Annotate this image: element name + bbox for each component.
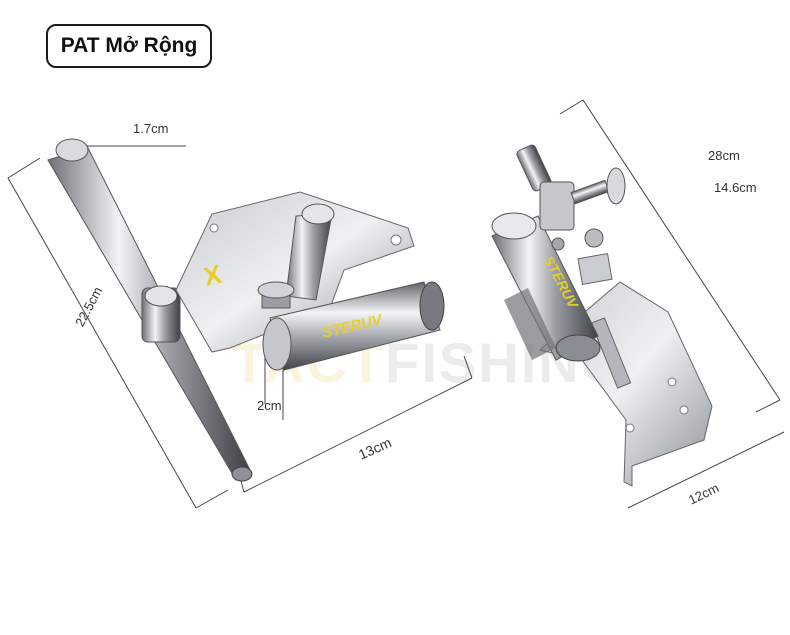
tube-holder-left: STERUV xyxy=(257,203,445,371)
x-logo: X xyxy=(201,259,225,292)
tube-holder-right: STERUV xyxy=(491,212,601,362)
dim-height-28: 28cm xyxy=(708,148,740,163)
dim-tube-diameter: 2cm xyxy=(257,398,282,413)
rod-holder-left xyxy=(47,138,253,482)
dim-rod-diameter: 1.7cm xyxy=(133,121,169,136)
clamp-hardware-right xyxy=(516,144,626,285)
dim-height-14-6: 14.6cm xyxy=(714,180,757,195)
dimension-lines xyxy=(7,99,785,509)
title-label: PAT Mở Rộng xyxy=(46,24,212,68)
